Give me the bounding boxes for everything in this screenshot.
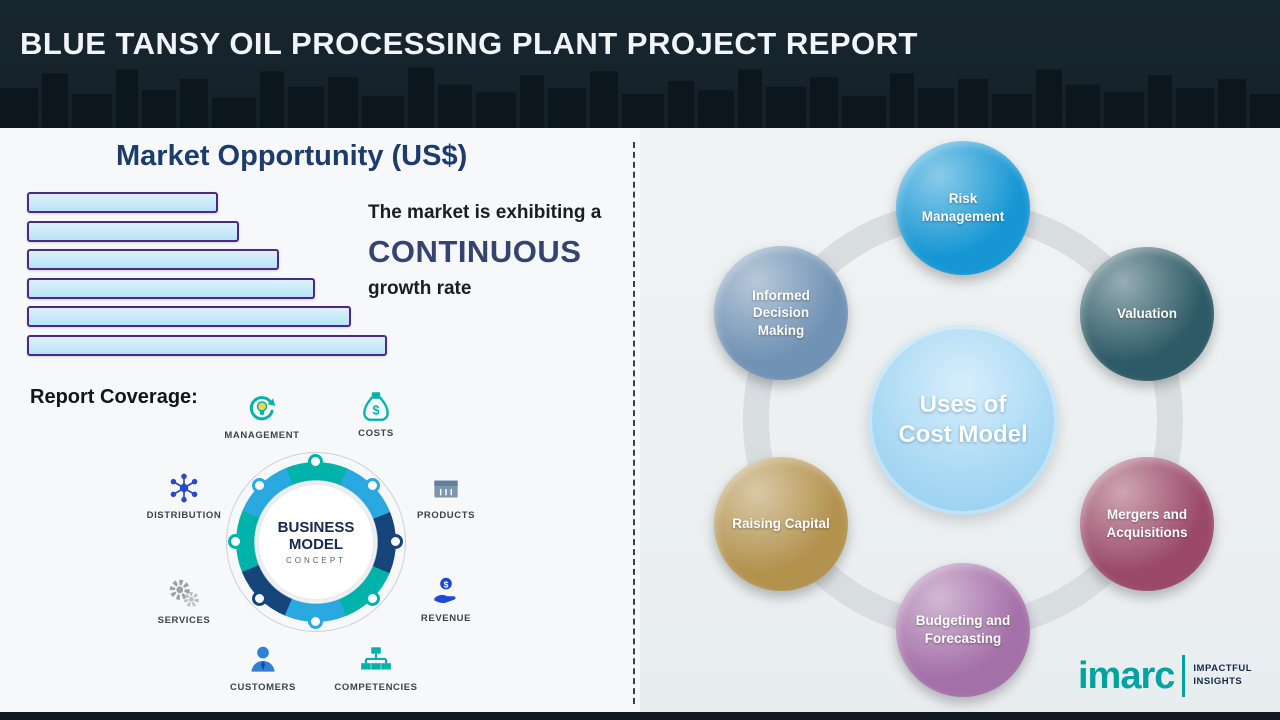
imarc-tagline: IMPACTFUL INSIGHTS [1193, 663, 1252, 689]
imarc-logo-text: imarc [1078, 655, 1175, 697]
bm-item-label: PRODUCTS [416, 510, 476, 521]
market-bar [27, 220, 240, 242]
ring-dot [388, 534, 403, 549]
ring-dot [365, 478, 380, 493]
bm-item-customers: CUSTOMERS [213, 642, 313, 693]
page-title: BLUE TANSY OIL PROCESSING PLANT PROJECT … [20, 26, 918, 61]
bm-item-label: REVENUE [420, 613, 472, 624]
city-skyline-graphic [0, 67, 1280, 128]
bm-item-products: PRODUCTS [396, 470, 496, 521]
svg-text:$: $ [372, 403, 379, 417]
uses-node-label: Risk Management [921, 191, 1005, 224]
uses-center-circle: Uses of Cost Model [868, 325, 1058, 515]
hand-coin-icon: $ [434, 577, 456, 604]
market-bar [27, 334, 387, 356]
ring-dot [308, 614, 323, 629]
vertical-dashed-divider [633, 142, 635, 704]
uses-node-informed-decision-making: Informed Decision Making [714, 246, 848, 380]
ring-dot [252, 591, 267, 606]
business-model-outer-circle [226, 452, 406, 632]
bm-item-label: SERVICES [157, 615, 211, 626]
market-opportunity-title: Market Opportunity (US$) [116, 140, 468, 172]
svg-text:$: $ [444, 579, 449, 589]
market-bar [27, 249, 279, 270]
bm-item-label: MANAGEMENT [224, 430, 300, 441]
business-model-subtitle: CONCEPT [285, 556, 347, 566]
imarc-tagline-line2: INSIGHTS [1193, 676, 1243, 687]
uses-node-risk-management: Risk Management [896, 141, 1030, 275]
network-icon [170, 473, 198, 503]
uses-node-label: Valuation [1116, 306, 1177, 322]
bm-item-label: COSTS [358, 428, 394, 439]
bm-item-distribution: DISTRIBUTION [134, 470, 234, 521]
imarc-tagline-line1: IMPACTFUL [1193, 663, 1253, 675]
growth-text-block: The market is exhibiting a CONTINUOUS gr… [368, 202, 638, 300]
header: BLUE TANSY OIL PROCESSING PLANT PROJECT … [0, 0, 1280, 128]
business-model-title-bottom: MODEL [288, 536, 344, 553]
bm-item-management: MANAGEMENT [212, 390, 312, 441]
bm-item-revenue: $ REVENUE [396, 573, 496, 624]
ring-dot [228, 534, 243, 549]
market-bar [27, 277, 315, 299]
bm-item-label: DISTRIBUTION [146, 510, 222, 521]
uses-node-budgeting-forecasting: Budgeting and Forecasting [896, 563, 1030, 697]
uses-node-mergers-acquisitions: Mergers and Acquisitions [1080, 457, 1214, 591]
box-icon [434, 480, 458, 498]
bm-item-competencies: COMPETENCIES [326, 642, 426, 693]
market-bars [27, 192, 387, 363]
bm-item-services: SERVICES [134, 575, 234, 626]
bm-item-costs: $ COSTS [326, 388, 426, 439]
bottom-border-strip [0, 712, 1280, 720]
growth-highlight: CONTINUOUS [368, 234, 582, 269]
person-icon [251, 646, 275, 672]
uses-node-label: Informed Decision Making [752, 287, 810, 338]
org-chart-icon [361, 647, 391, 670]
growth-prefix: The market is exhibiting a [368, 202, 602, 223]
bm-item-label: CUSTOMERS [230, 682, 296, 693]
imarc-logo: imarc IMPACTFUL INSIGHTS [1078, 655, 1252, 697]
ring-dot [365, 591, 380, 606]
growth-suffix: growth rate [368, 278, 472, 299]
market-bar [27, 192, 218, 213]
uses-center-label: Uses of Cost Model [898, 391, 1028, 448]
money-bag-icon: $ [363, 392, 389, 421]
uses-node-label: Mergers and Acquisitions [1106, 507, 1188, 540]
management-recycle-bulb-icon [249, 396, 276, 421]
imarc-logo-divider [1182, 655, 1186, 697]
uses-node-label: Budgeting and Forecasting [915, 613, 1011, 646]
ring-dot [308, 454, 323, 469]
ring-dot [252, 478, 267, 493]
gears-icon [169, 579, 199, 607]
uses-node-label: Raising Capital [732, 516, 830, 532]
bm-item-label: COMPETENCIES [334, 682, 418, 693]
market-bar [27, 306, 351, 327]
uses-node-raising-capital: Raising Capital [714, 457, 848, 591]
business-model-center: BUSINESS MODEL CONCEPT [259, 485, 373, 599]
uses-node-valuation: Valuation [1080, 247, 1214, 381]
business-model-title-top: BUSINESS [277, 518, 355, 536]
report-coverage-label: Report Coverage: [30, 386, 198, 408]
